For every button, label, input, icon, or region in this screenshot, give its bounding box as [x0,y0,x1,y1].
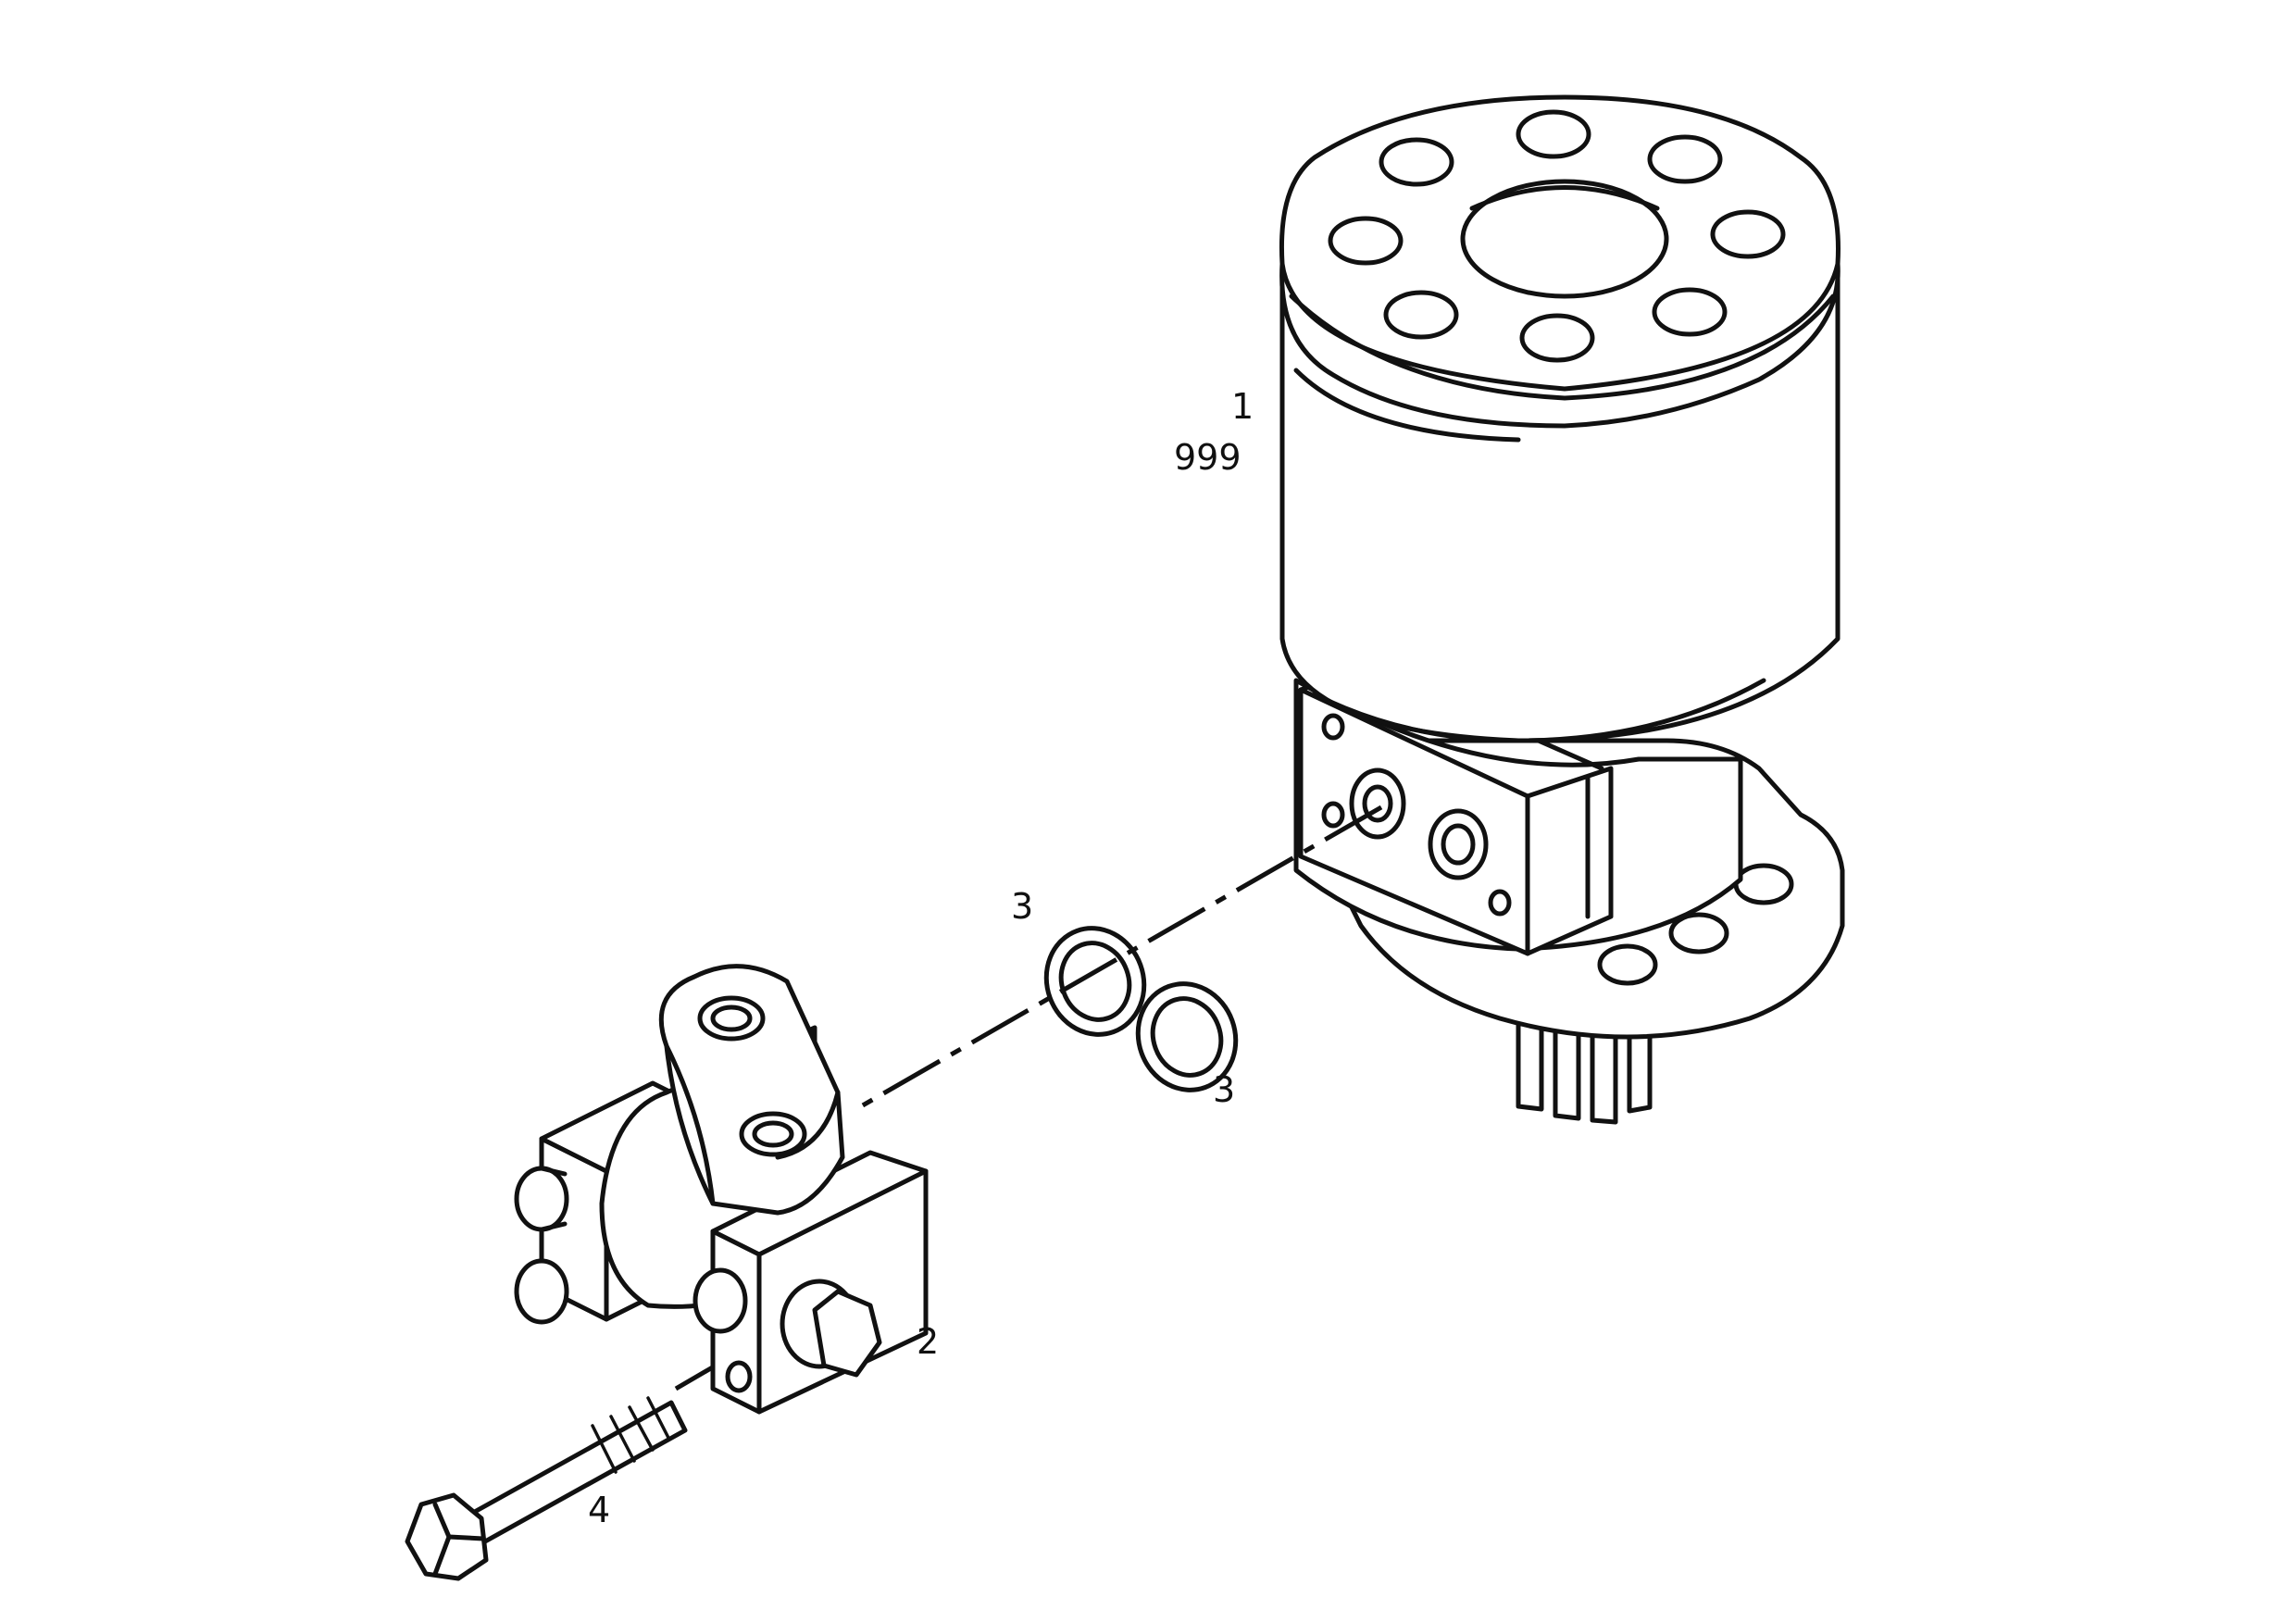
o-ring-upper [1043,926,1147,1037]
cap-bolt-holes [1328,109,1786,363]
bolt-thread [591,1396,670,1474]
valve-plug-left-upper [514,1166,569,1232]
callout-valve-item: 2 [917,1321,940,1362]
port-block-holes [1321,713,1512,917]
callout-motor-item: 1 [1231,386,1254,427]
callout-oring-upper: 3 [1011,886,1034,927]
valve-top-ports [697,995,807,1157]
valve-hex-plug [780,1279,882,1378]
mounting-bolt [405,1396,688,1581]
motor-center-bore [1460,179,1669,299]
motor-shaft-splines [1516,1016,1653,1125]
callout-oring-lower: 3 [1213,1069,1236,1110]
o-ring-lower [1135,981,1239,1092]
hydraulic-motor [1279,94,1845,1125]
valve-block [514,964,929,1415]
valve-plug-left-lower [514,1258,569,1325]
callout-motor-code: 999 [1174,437,1242,478]
callout-bolt-item: 4 [588,1490,611,1530]
